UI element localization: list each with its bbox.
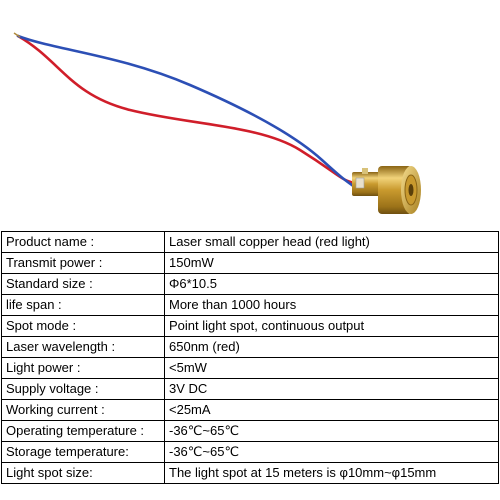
- spec-label: Standard size :: [1, 273, 165, 295]
- spec-value: 650nm (red): [164, 336, 499, 358]
- spec-value: 3V DC: [164, 378, 499, 400]
- table-row: Operating temperature :-36℃~65℃: [1, 420, 499, 442]
- spec-value: Point light spot, continuous output: [164, 315, 499, 337]
- table-row: Product name :Laser small copper head (r…: [1, 231, 499, 253]
- spec-label: Light power :: [1, 357, 165, 379]
- table-row: Supply voltage :3V DC: [1, 378, 499, 400]
- spec-value: The light spot at 15 meters is φ10mm~φ15…: [164, 462, 499, 484]
- table-row: Standard size :Φ6*10.5: [1, 273, 499, 295]
- table-row: Storage temperature:-36℃~65℃: [1, 441, 499, 463]
- product-photo: [13, 32, 421, 214]
- spec-label: Working current :: [1, 399, 165, 421]
- spec-value: Φ6*10.5: [164, 273, 499, 295]
- spec-value: Laser small copper head (red light): [164, 231, 499, 253]
- spec-label: Spot mode :: [1, 315, 165, 337]
- spec-table: Product name :Laser small copper head (r…: [1, 231, 499, 484]
- spec-label: Storage temperature:: [1, 441, 165, 463]
- blue-wire: [16, 34, 358, 190]
- spec-value: <25mA: [164, 399, 499, 421]
- spec-value: -36℃~65℃: [164, 441, 499, 463]
- spec-label: Transmit power :: [1, 252, 165, 274]
- table-row: Laser wavelength :650nm (red): [1, 336, 499, 358]
- spec-label: Product name :: [1, 231, 165, 253]
- laser-module: [352, 166, 421, 214]
- spec-value: <5mW: [164, 357, 499, 379]
- table-row: Transmit power :150mW: [1, 252, 499, 274]
- spec-label: Laser wavelength :: [1, 336, 165, 358]
- table-row: Light spot size:The light spot at 15 met…: [1, 462, 499, 484]
- spec-value: More than 1000 hours: [164, 294, 499, 316]
- table-row: life span :More than 1000 hours: [1, 294, 499, 316]
- spec-label: Supply voltage :: [1, 378, 165, 400]
- spec-value: -36℃~65℃: [164, 420, 499, 442]
- table-row: Light power :<5mW: [1, 357, 499, 379]
- spec-label: Operating temperature :: [1, 420, 165, 442]
- spec-label: life span :: [1, 294, 165, 316]
- table-row: Spot mode :Point light spot, continuous …: [1, 315, 499, 337]
- spec-value: 150mW: [164, 252, 499, 274]
- red-wire: [16, 34, 357, 185]
- table-row: Working current :<25mA: [1, 399, 499, 421]
- spec-label: Light spot size:: [1, 462, 165, 484]
